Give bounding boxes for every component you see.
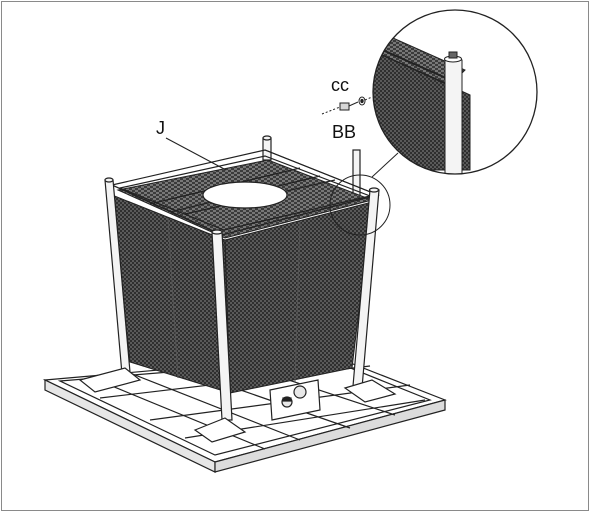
front-legs	[78, 177, 397, 443]
detail-marker-circle	[329, 174, 391, 236]
bolt-and-washer	[321, 96, 373, 115]
part-label-j: J	[156, 118, 165, 138]
leader-line-j	[165, 137, 227, 171]
part-label-cc: cc	[331, 75, 349, 95]
control-box	[269, 379, 321, 421]
detail-connector-line	[371, 152, 399, 178]
part-label-bb: BB	[332, 122, 357, 142]
magnified-detail	[372, 9, 538, 175]
